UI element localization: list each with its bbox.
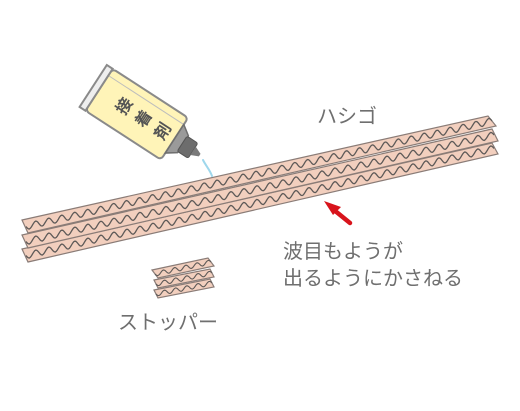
glue-tube-nozzle (190, 146, 201, 157)
overlap-note-line-2: 出るようにかさねる (283, 266, 463, 290)
stopper-piece-top (150, 257, 216, 279)
stopper-label: ストッパー (118, 310, 218, 334)
glue-tube-icon: 接 着 剤 (78, 63, 213, 177)
strip-top (21, 115, 498, 234)
glue-drip (202, 159, 213, 177)
stopper (150, 257, 216, 299)
strip-middle (21, 128, 499, 249)
arrow-icon (324, 201, 353, 226)
glue-tube-shoulder (163, 122, 190, 154)
strip-bottom (21, 142, 499, 263)
strip-middle-wave (25, 131, 495, 245)
stopper-piece-middle (153, 268, 215, 289)
ladder-label: ハシゴ (317, 104, 377, 128)
stopper-piece-bottom (153, 278, 215, 299)
strip-top-wave (25, 117, 493, 230)
strip-bottom-wave (25, 145, 495, 259)
ladder-strips (21, 115, 499, 263)
overlap-note-line-1: 波目もようが (283, 239, 403, 263)
glue-tube-crimp (78, 63, 115, 113)
